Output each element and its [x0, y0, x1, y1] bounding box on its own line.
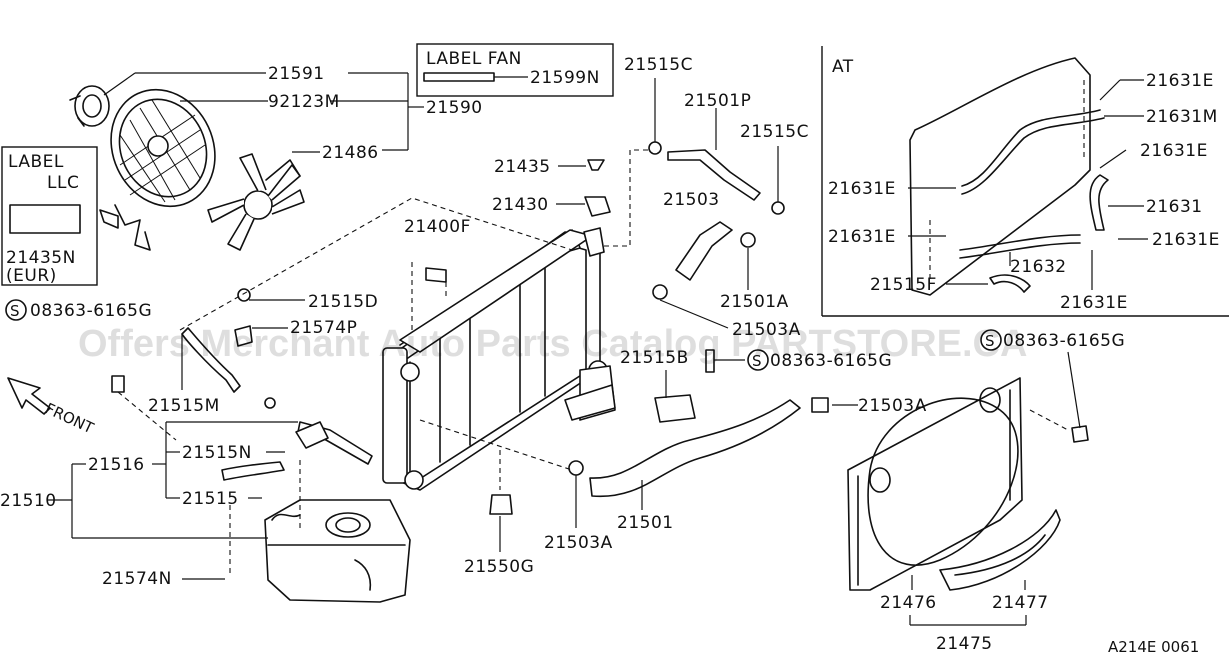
fan-motor-assembly [69, 85, 216, 251]
part-label-21515: 21515 [182, 489, 239, 509]
part-label-21503A-mid: 21503A [732, 320, 801, 340]
part-label-21475: 21475 [936, 634, 993, 654]
part-label-21515M: 21515M [148, 396, 220, 416]
part-label-21503A-right: 21503A [858, 396, 927, 416]
label-llc-text-1: LABEL [8, 152, 64, 172]
reservoir-tank [264, 499, 411, 603]
small-fittings [111, 141, 1089, 515]
lower-shroud-21477 [939, 509, 1061, 591]
part-label-21599N: 21599N [530, 68, 600, 88]
at-label-21631E-left2: 21631E [828, 227, 896, 247]
part-label-21476: 21476 [880, 593, 937, 613]
dashed-guides [117, 80, 1085, 575]
part-label-08363-left: 08363-6165G [30, 301, 152, 321]
front-arrow: FRONT [7, 377, 97, 438]
part-label-21477: 21477 [992, 593, 1049, 613]
front-label: FRONT [42, 399, 97, 437]
at-label-21631: 21631 [1146, 197, 1203, 217]
part-label-21503: 21503 [663, 190, 720, 210]
part-label-21503A-bottom: 21503A [544, 533, 613, 553]
part-label-21501A: 21501A [720, 292, 789, 312]
part-label-08363-right: 08363-6165G [1003, 331, 1125, 351]
at-title: AT [832, 57, 854, 77]
part-label-21574N: 21574N [102, 569, 172, 589]
at-label-21632: 21632 [1010, 257, 1067, 277]
at-label-21515F: 21515F [870, 275, 937, 295]
diagram-code: A214E 0061 [1108, 638, 1199, 656]
label-llc-text-2: LLC [47, 173, 79, 193]
part-label-21516: 21516 [88, 455, 145, 475]
part-label-21550G: 21550G [464, 557, 534, 577]
part-label-21435N: 21435N [6, 248, 76, 268]
part-label-21574P: 21574P [290, 318, 357, 338]
screw-symbol-left: S [10, 302, 20, 320]
fan-shroud-21476 [847, 377, 1023, 591]
part-label-21515C-top: 21515C [624, 55, 693, 75]
label-llc-box: LABEL LLC [1, 146, 98, 286]
part-label-21510: 21510 [0, 491, 57, 511]
radiator-core [382, 227, 616, 491]
leader-lines [48, 72, 1148, 626]
watermark: Offers Merchant Auto Parts Catalog PARTS… [78, 323, 1027, 365]
at-label-21631E-1: 21631E [1146, 71, 1214, 91]
label-fan-box: LABEL FAN [416, 43, 614, 97]
hose-21503 [675, 221, 733, 281]
part-label-21591: 21591 [268, 64, 325, 84]
part-label-21430: 21430 [492, 195, 549, 215]
part-label-92123M: 92123M [268, 92, 340, 112]
at-radiator-outline [909, 57, 1091, 296]
at-inset-labels: 21631E 21631M 21631E 21631E 21631 21631E… [828, 71, 1220, 313]
screw-symbol-mid: S [752, 352, 762, 370]
part-label-21515B: 21515B [620, 348, 689, 368]
at-cooler-pipes [959, 109, 1109, 293]
part-label-21501P: 21501P [684, 91, 751, 111]
part-label-21515C-right: 21515C [740, 122, 809, 142]
at-inset-frame: AT [821, 46, 1229, 317]
screw-symbol-right: S [985, 332, 995, 350]
screw-symbols: S S S [5, 299, 1002, 371]
cooling-fan-blade [207, 153, 305, 251]
part-label-21515D: 21515D [308, 292, 378, 312]
part-label-21435N-eur: (EUR) [6, 266, 57, 286]
at-label-21631E-right: 21631E [1152, 230, 1220, 250]
part-label-21486: 21486 [322, 143, 379, 163]
hose-21501P [667, 149, 761, 201]
part-label-21435: 21435 [494, 157, 551, 177]
at-label-21631E-2: 21631E [1140, 141, 1208, 161]
at-label-21631E-left1: 21631E [828, 179, 896, 199]
part-label-21590: 21590 [426, 98, 483, 118]
part-label-21515N: 21515N [182, 443, 252, 463]
at-label-21631E-bottom: 21631E [1060, 293, 1128, 313]
part-label-08363-mid: 08363-6165G [770, 351, 892, 371]
label-fan-text: LABEL FAN [426, 49, 522, 69]
upper-hose-21501 [589, 399, 801, 498]
part-label-21501: 21501 [617, 513, 674, 533]
at-label-21631M: 21631M [1146, 107, 1218, 127]
part-label-21400F: 21400F [404, 217, 471, 237]
part-number-labels: 21591 92123M 21590 21486 21599N 21515C 2… [0, 55, 1125, 654]
